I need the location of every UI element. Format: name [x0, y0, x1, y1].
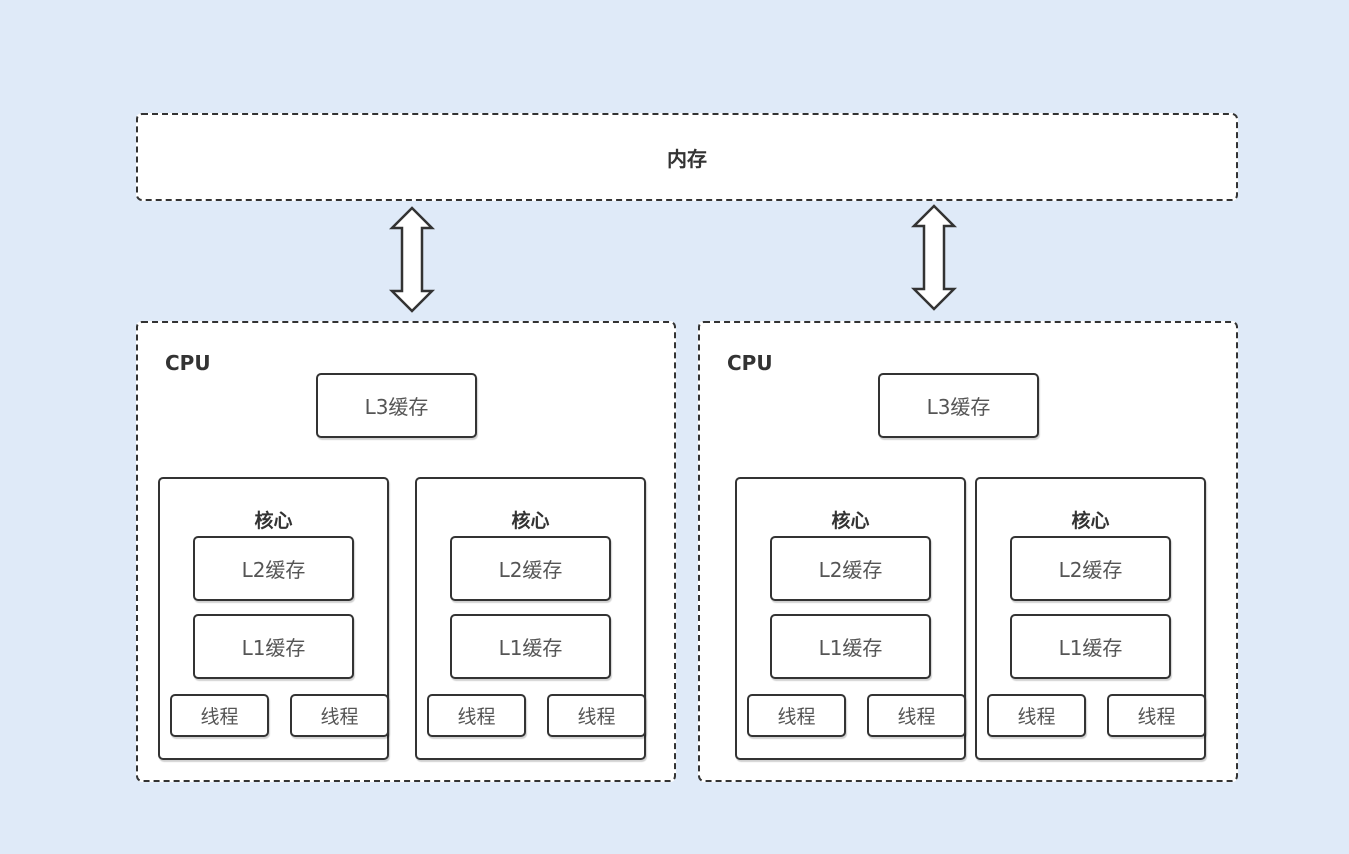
thread-label: 线程 [897, 706, 936, 728]
thread-label: 线程 [457, 706, 496, 728]
l3-cache-box: L3缓存 [316, 373, 477, 438]
core-box: 核心 L2缓存 L1缓存 线程 线程 [415, 477, 646, 760]
thread-box: 线程 [290, 694, 389, 737]
l1-cache-label: L1缓存 [818, 636, 883, 660]
cpu-box-1: CPU L3缓存 核心 L2缓存 L1缓存 线程 线程 核心 L2缓存 [136, 321, 676, 782]
memory-box: 内存 [136, 113, 1238, 201]
thread-box: 线程 [867, 694, 966, 737]
double-headed-arrow-icon [910, 204, 958, 311]
thread-label: 线程 [577, 706, 616, 728]
double-headed-arrow-icon [388, 206, 436, 313]
thread-box: 线程 [747, 694, 846, 737]
l2-cache-label: L2缓存 [498, 558, 563, 582]
l3-cache-label: L3缓存 [364, 395, 429, 419]
l1-cache-label: L1缓存 [1058, 636, 1123, 660]
l2-cache-box: L2缓存 [450, 536, 611, 601]
cpu-box-2: CPU L3缓存 核心 L2缓存 L1缓存 线程 线程 核心 L2缓存 [698, 321, 1238, 782]
core-box: 核心 L2缓存 L1缓存 线程 线程 [975, 477, 1206, 760]
l1-cache-box: L1缓存 [450, 614, 611, 679]
cpu-label: CPU [165, 351, 211, 375]
l2-cache-box: L2缓存 [770, 536, 931, 601]
core-box: 核心 L2缓存 L1缓存 线程 线程 [158, 477, 389, 760]
core-label: 核心 [254, 510, 293, 532]
core-box: 核心 L2缓存 L1缓存 线程 线程 [735, 477, 966, 760]
l2-cache-box: L2缓存 [193, 536, 354, 601]
thread-label: 线程 [320, 706, 359, 728]
l1-cache-box: L1缓存 [193, 614, 354, 679]
core-label: 核心 [511, 510, 550, 532]
thread-box: 线程 [170, 694, 269, 737]
memory-label: 内存 [667, 146, 707, 171]
l2-cache-label: L2缓存 [241, 558, 306, 582]
l2-cache-box: L2缓存 [1010, 536, 1171, 601]
thread-label: 线程 [1017, 706, 1056, 728]
thread-box: 线程 [427, 694, 526, 737]
thread-label: 线程 [777, 706, 816, 728]
cpu-label: CPU [727, 351, 773, 375]
core-label: 核心 [1071, 510, 1110, 532]
thread-label: 线程 [200, 706, 239, 728]
thread-box: 线程 [987, 694, 1086, 737]
l3-cache-label: L3缓存 [926, 395, 991, 419]
core-label: 核心 [831, 510, 870, 532]
thread-box: 线程 [1107, 694, 1206, 737]
l2-cache-label: L2缓存 [1058, 558, 1123, 582]
l2-cache-label: L2缓存 [818, 558, 883, 582]
l1-cache-label: L1缓存 [498, 636, 563, 660]
l1-cache-box: L1缓存 [770, 614, 931, 679]
l1-cache-label: L1缓存 [241, 636, 306, 660]
thread-box: 线程 [547, 694, 646, 737]
thread-label: 线程 [1137, 706, 1176, 728]
l1-cache-box: L1缓存 [1010, 614, 1171, 679]
l3-cache-box: L3缓存 [878, 373, 1039, 438]
